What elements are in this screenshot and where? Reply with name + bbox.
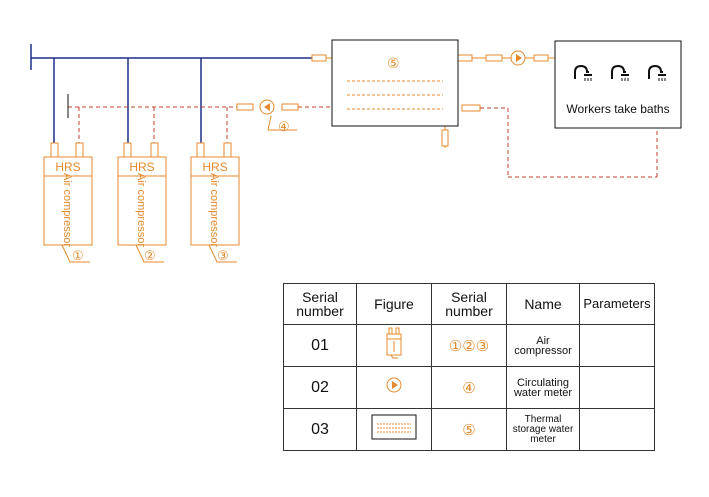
row-serial: 02: [283, 366, 357, 409]
compressor-figure-icon: [386, 327, 402, 359]
shower-icon: [611, 64, 629, 81]
row-figure: [356, 324, 432, 367]
return-pipe: [67, 94, 658, 178]
table-row: 02 ④ Circulating water meter: [283, 366, 655, 409]
compressor-number: ③: [217, 248, 229, 263]
row-name: Circulating water meter: [506, 366, 580, 409]
table-row: 03 ⑤ Thermal storage water meter: [283, 408, 655, 451]
hrs-label: HRS: [55, 160, 80, 174]
workers-label: Workers take baths: [566, 102, 669, 116]
header-serial: Serial number: [283, 283, 357, 325]
storage-tank: [331, 39, 459, 127]
tank-figure-icon: [371, 414, 417, 440]
row-serial: 03: [283, 408, 357, 451]
row-parameters: [579, 366, 655, 409]
row-name: Air compressor: [506, 324, 580, 367]
air-compressor-3: [190, 142, 240, 263]
compressor-name: Air compressor: [135, 173, 147, 247]
row-numbers: ①②③: [431, 324, 507, 367]
shower-icon: [574, 64, 592, 81]
shower-icon: [648, 64, 666, 81]
hrs-label: HRS: [129, 160, 154, 174]
row-figure: [356, 366, 432, 409]
shower-pump-icon: [510, 50, 526, 66]
circulating-pump-icon: [259, 99, 297, 131]
row-serial: 01: [283, 324, 357, 367]
header-parameters: Parameters: [579, 283, 655, 325]
legend-table: Serial number Figure Serial number Name …: [283, 283, 655, 451]
pump-number: ④: [278, 119, 290, 134]
row-parameters: [579, 324, 655, 367]
air-compressor-2: [117, 142, 167, 263]
row-numbers: ⑤: [431, 408, 507, 451]
storage-tank-number: ⑤: [387, 55, 400, 71]
row-name: Thermal storage water meter: [506, 408, 580, 451]
air-compressor-1: [43, 142, 93, 263]
compressor-number: ②: [144, 248, 156, 263]
table-row: 01 ①②③ Air compressor: [283, 324, 655, 367]
compressor-name: Air compressor: [61, 173, 73, 247]
compressor-number: ①: [72, 248, 84, 263]
header-figure: Figure: [356, 283, 432, 325]
air-main-pipe: [30, 44, 312, 143]
pump-figure-icon: [386, 377, 402, 393]
row-figure: [356, 408, 432, 451]
row-numbers: ④: [431, 366, 507, 409]
water-pipes: [311, 54, 555, 148]
row-parameters: [579, 408, 655, 451]
header-name: Name: [506, 283, 580, 325]
shower-room: [554, 40, 682, 129]
hrs-label: HRS: [202, 160, 227, 174]
compressor-name: Air compressor: [208, 173, 220, 247]
header-serial-2: Serial number: [431, 283, 507, 325]
table-header-row: Serial number Figure Serial number Name …: [283, 283, 655, 325]
